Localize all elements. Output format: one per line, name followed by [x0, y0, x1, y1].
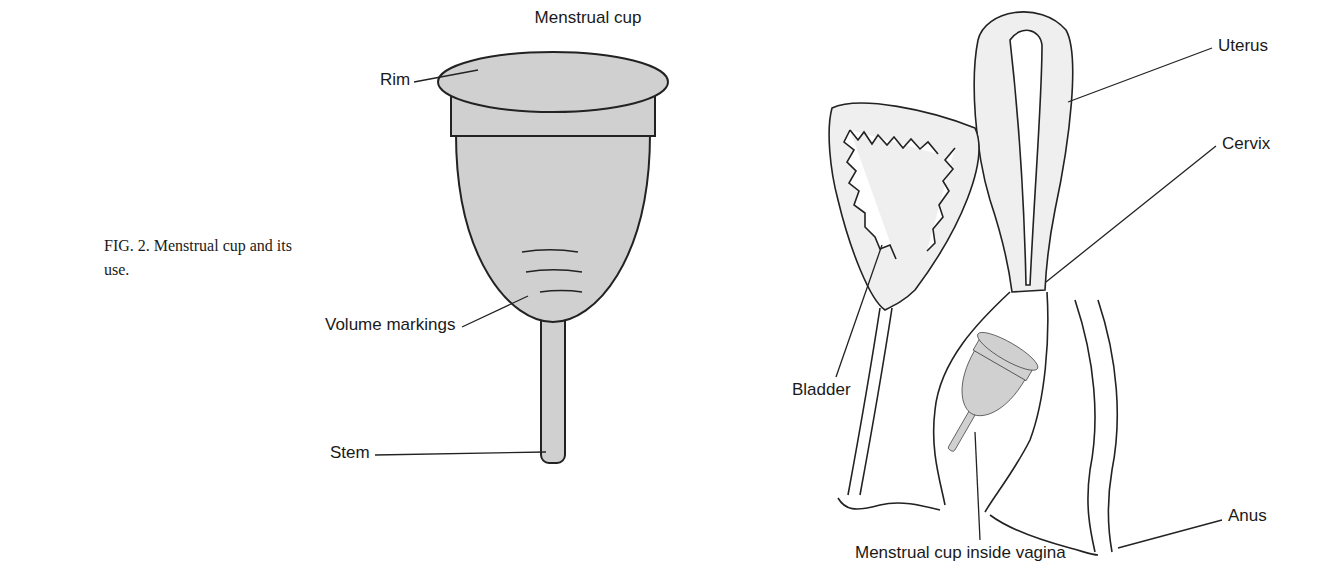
part-label: Anus [1228, 506, 1267, 526]
part-label: Menstrual cup inside vagina [855, 543, 1066, 563]
part-label: Cervix [1222, 134, 1270, 154]
part-label: Bladder [792, 380, 851, 400]
part-label: Uterus [1218, 36, 1268, 56]
menstrual-cup [438, 52, 668, 463]
anatomy [829, 12, 1117, 555]
leader-lines [836, 48, 1222, 548]
part-label: Stem [330, 443, 370, 463]
part-label: Rim [380, 70, 410, 90]
panel-title: Menstrual cup [535, 8, 642, 28]
figure-caption: FIG. 2. Menstrual cup and its use. [104, 234, 299, 282]
leader-lines [375, 70, 546, 455]
part-label: Volume markings [325, 315, 455, 335]
